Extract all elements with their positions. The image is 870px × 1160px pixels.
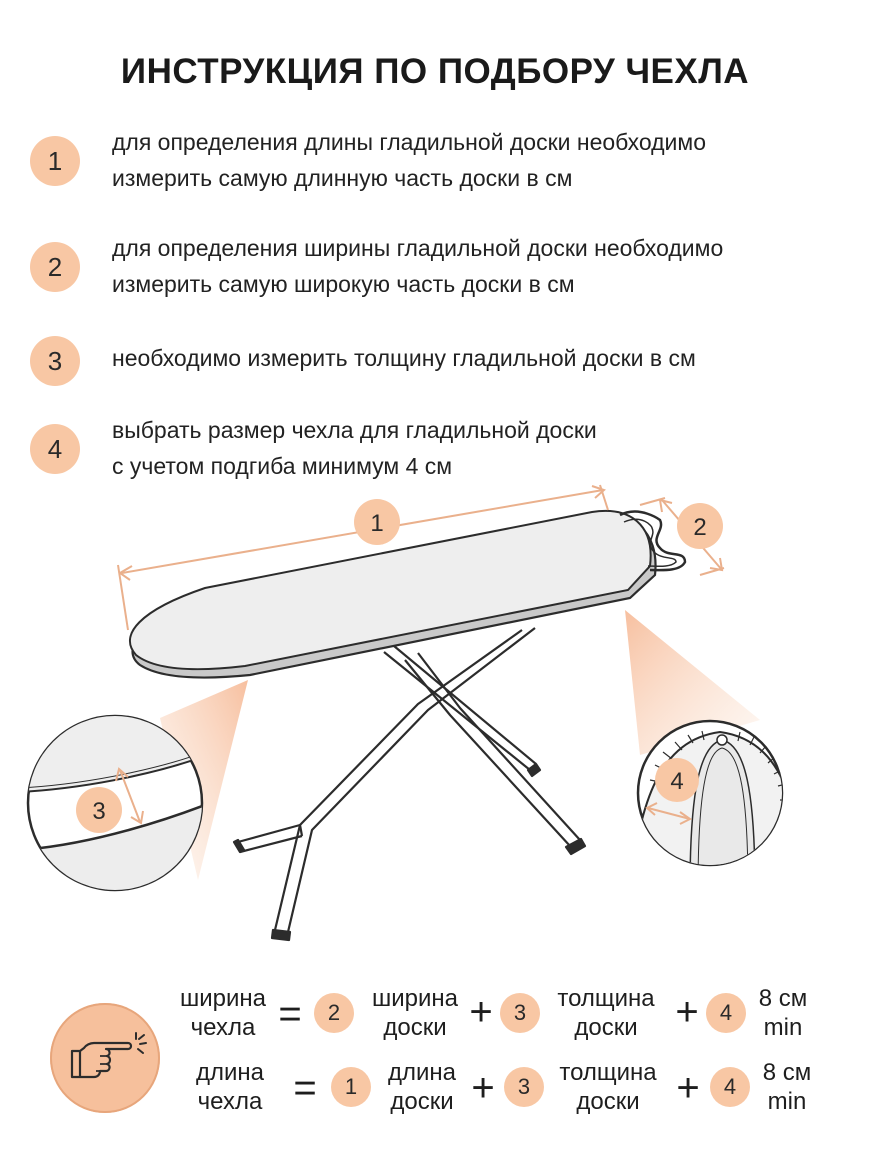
iron-rest [619,510,687,572]
length-term2-line1: толщина [559,1059,657,1086]
width-formula-term-3: 8 см min [748,984,818,1042]
step-3-line-1: необходимо измерить толщину гладильной д… [112,345,696,371]
zoom-beam-right [625,610,760,755]
width-term3-line2: min [763,1014,803,1041]
width-badge-3: 3 [500,993,540,1033]
length-badge-1: 1 [331,1067,371,1107]
pointing-hand-icon [50,1003,160,1113]
length-formula-result-line1: длина [195,1059,264,1086]
width-formula-result-line2: чехла [190,1014,256,1041]
width-plus-2: + [675,990,699,1034]
dimension-label-3: 3 [92,798,105,825]
length-term1-line1: длина [387,1059,456,1086]
step-1-line-2: измерить самую длинную часть доски в см [112,165,573,191]
width-term3-line1: 8 см [758,985,808,1012]
board-surface [129,509,652,671]
length-equals-sign: = [293,1066,317,1110]
length-badge-4: 4 [710,1067,750,1107]
length-formula-result-line2: чехла [197,1088,263,1115]
step-text-4: выбрать размер чехла для гладильной доск… [112,412,852,484]
page-title: ИНСТРУКЦИЯ ПО ПОДБОРУ ЧЕХЛА [120,52,750,91]
dimension-label-4: 4 [670,768,683,795]
step-4-line-1: выбрать размер чехла для гладильной доск… [112,417,597,443]
width-equals-sign: = [278,992,302,1036]
width-plus-1: + [469,990,493,1034]
width-formula-result-line1: ширина [179,985,266,1012]
step-1-line-1: для определения длины гладильной доски н… [112,129,706,155]
width-term1-line2: доски [383,1014,447,1041]
length-term1-line2: доски [390,1088,454,1115]
step-text-2: для определения ширины гладильной доски … [112,230,852,302]
length-formula-term-2: толщина доски [548,1058,668,1116]
length-formula-result: длина чехла [180,1058,280,1116]
length-term3-line1: 8 см [762,1059,812,1086]
width-term2-line2: доски [574,1014,638,1041]
length-formula-term-1: длина доски [372,1058,472,1116]
width-dimension [639,497,725,576]
thickness-zoom-circle: 3 [26,714,204,892]
width-formula-term-2: толщина доски [546,984,666,1042]
width-formula-result: ширина чехла [168,984,278,1042]
dimension-badge-1 [354,499,400,545]
dimension-label-1: 1 [370,510,383,537]
cover-margin-zoom-circle: 4 [636,719,784,867]
dimension-badge-2 [677,503,723,549]
width-badge-4: 4 [706,993,746,1033]
width-formula-term-1: ширина доски [360,984,470,1042]
length-plus-1: + [471,1066,495,1110]
step-badge-2: 2 [30,242,80,292]
length-plus-2: + [676,1066,700,1110]
length-term2-line2: доски [576,1088,640,1115]
dimension-label-2: 2 [693,514,706,541]
board-legs [232,627,587,942]
width-badge-2: 2 [314,993,354,1033]
step-2-line-1: для определения ширины гладильной доски … [112,235,724,261]
step-4-line-2: с учетом подгиба минимум 4 см [112,453,453,479]
width-term1-line1: ширина [371,985,458,1012]
step-2-line-2: измерить самую широкую часть доски в см [112,271,575,297]
step-badge-4: 4 [30,424,80,474]
step-badge-3: 3 [30,336,80,386]
zoom-beam-left [160,680,248,880]
step-text-3: необходимо измерить толщину гладильной д… [112,340,852,376]
step-badge-1: 1 [30,136,80,186]
step-text-1: для определения длины гладильной доски н… [112,124,852,196]
length-term3-line2: min [767,1088,807,1115]
width-term2-line1: толщина [557,985,655,1012]
length-badge-3: 3 [504,1067,544,1107]
iron-rest-inner [623,518,677,568]
ironing-board-illustration: 1 2 3 [26,484,784,942]
length-formula-term-3: 8 см min [752,1058,822,1116]
